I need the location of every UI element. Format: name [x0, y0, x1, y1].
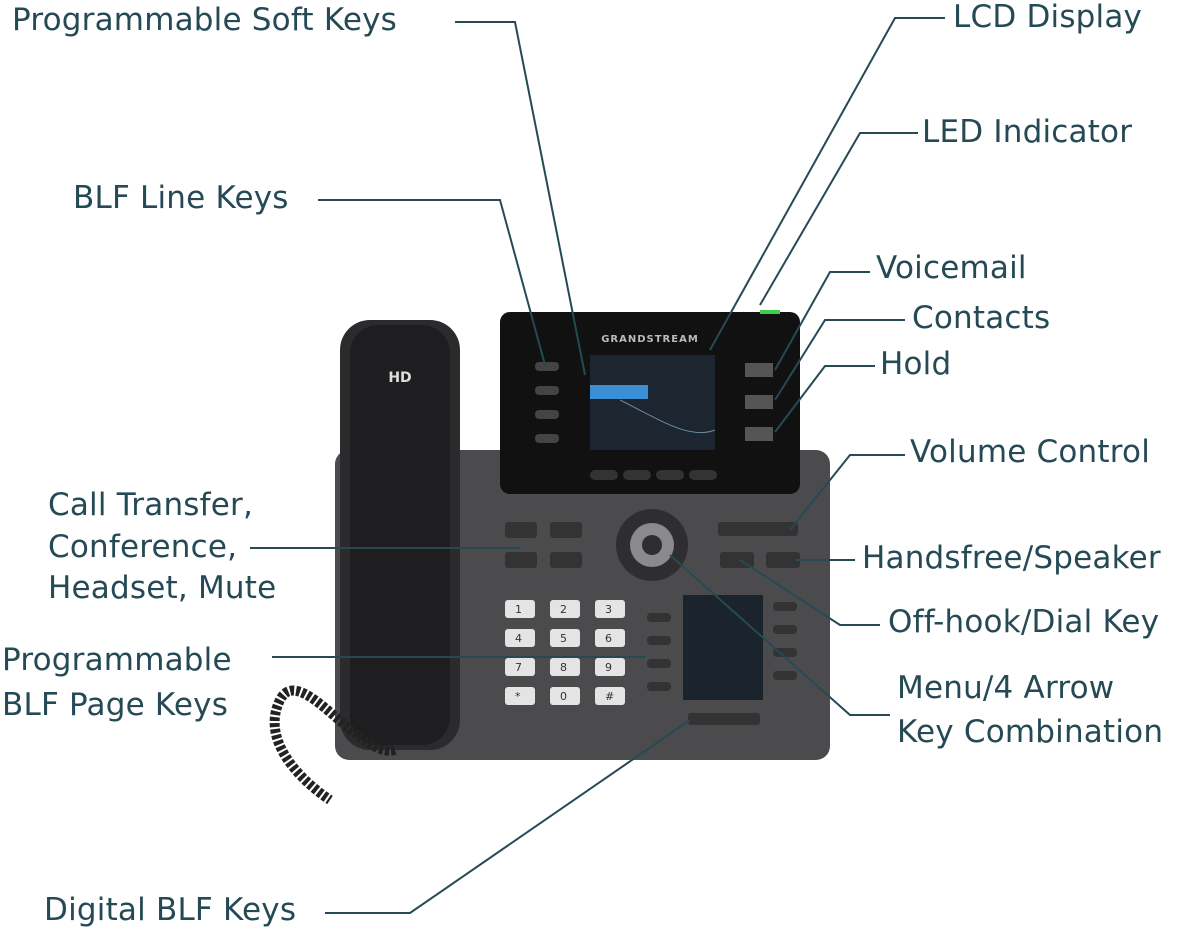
- soft-key[interactable]: [623, 470, 651, 480]
- blf-page-key[interactable]: [773, 625, 797, 634]
- blf-page-key[interactable]: [647, 659, 671, 668]
- contacts-button[interactable]: [745, 395, 773, 409]
- digital-blf-keys[interactable]: [688, 713, 760, 725]
- transfer-button[interactable]: [505, 522, 537, 538]
- keypad-key[interactable]: 7: [505, 658, 535, 676]
- volume-control[interactable]: [718, 522, 798, 536]
- keypad-key-label: 1: [515, 603, 522, 616]
- keypad-key[interactable]: #: [595, 687, 625, 705]
- label-handsfree: Handsfree/Speaker: [862, 540, 1161, 576]
- label-volume-control: Volume Control: [910, 434, 1151, 470]
- blf-page-key[interactable]: [647, 636, 671, 645]
- keypad-key[interactable]: 0: [550, 687, 580, 705]
- keypad-key-label: 0: [560, 690, 567, 703]
- lcd-screen: [590, 355, 715, 450]
- lcd-selected-line: [590, 385, 648, 399]
- soft-key[interactable]: [689, 470, 717, 480]
- blf-line-keys: [535, 362, 559, 443]
- hd-mark: HD: [388, 370, 411, 386]
- keypad-key[interactable]: 9: [595, 658, 625, 676]
- blf-page-key[interactable]: [773, 671, 797, 680]
- blf-line-key[interactable]: [535, 386, 559, 395]
- blf-page-keys: [647, 602, 797, 691]
- label-call-transfer: Call Transfer,: [48, 487, 254, 523]
- keypad-key-label: 3: [605, 603, 612, 616]
- label-blf-line-keys: BLF Line Keys: [73, 180, 289, 216]
- conference-button[interactable]: [550, 522, 582, 538]
- blf-page-key[interactable]: [647, 682, 671, 691]
- keypad-key[interactable]: 8: [550, 658, 580, 676]
- keypad-key[interactable]: 4: [505, 629, 535, 647]
- blf-line-key[interactable]: [535, 410, 559, 419]
- speaker-button[interactable]: [766, 552, 800, 568]
- blf-line-key[interactable]: [535, 362, 559, 371]
- headset-button[interactable]: [505, 552, 537, 568]
- blf-page-key[interactable]: [647, 613, 671, 622]
- label-conference: Conference,: [48, 529, 238, 565]
- label-menu-arrow-2: Key Combination: [897, 714, 1164, 750]
- mute-button[interactable]: [550, 552, 582, 568]
- blf-page-key[interactable]: [773, 602, 797, 611]
- label-blf-page-keys-1: Programmable: [2, 642, 232, 678]
- leader-lines: [250, 17, 945, 914]
- label-voicemail: Voicemail: [876, 250, 1027, 286]
- soft-key[interactable]: [590, 470, 618, 480]
- label-contacts: Contacts: [912, 300, 1051, 336]
- keypad-key-label: 8: [560, 661, 567, 674]
- label-digital-blf-keys: Digital BLF Keys: [44, 892, 297, 928]
- label-blf-page-keys-2: BLF Page Keys: [2, 687, 229, 723]
- blf-line-key[interactable]: [535, 434, 559, 443]
- menu-button[interactable]: [642, 535, 662, 555]
- keypad-key-label: 5: [560, 632, 567, 645]
- phone-illustration: GRANDSTREAM HD: [269, 310, 830, 805]
- blf-page-key[interactable]: [773, 648, 797, 657]
- label-hold: Hold: [880, 346, 952, 382]
- label-lcd-display: LCD Display: [953, 0, 1143, 35]
- label-soft-keys: Programmable Soft Keys: [12, 2, 397, 38]
- keypad-key[interactable]: *: [505, 687, 535, 705]
- voicemail-button[interactable]: [745, 363, 773, 377]
- keypad-key-label: 4: [515, 632, 522, 645]
- keypad-key[interactable]: 5: [550, 629, 580, 647]
- handset-cord: [269, 685, 397, 805]
- keypad-key-label: 2: [560, 603, 567, 616]
- keypad-key[interactable]: 1: [505, 600, 535, 618]
- keypad: 1 2 3 4 5 6 7 8 9 * 0 #: [505, 600, 625, 705]
- keypad-key-label: 7: [515, 661, 522, 674]
- blf-display: [683, 595, 763, 700]
- keypad-key-label: 6: [605, 632, 612, 645]
- keypad-key[interactable]: 3: [595, 600, 625, 618]
- keypad-key-label: #: [605, 690, 614, 703]
- hold-button[interactable]: [745, 427, 773, 441]
- brand-logo: GRANDSTREAM: [601, 334, 699, 345]
- label-offhook: Off-hook/Dial Key: [888, 604, 1160, 640]
- soft-keys: [590, 470, 717, 480]
- soft-key[interactable]: [656, 470, 684, 480]
- label-headset-mute: Headset, Mute: [48, 570, 277, 606]
- keypad-key[interactable]: 6: [595, 629, 625, 647]
- label-led-indicator: LED Indicator: [922, 114, 1133, 150]
- keypad-key-label: 9: [605, 661, 612, 674]
- label-menu-arrow-1: Menu/4 Arrow: [897, 670, 1115, 706]
- led-indicator: [760, 310, 780, 314]
- keypad-key[interactable]: 2: [550, 600, 580, 618]
- keypad-key-label: *: [515, 690, 521, 703]
